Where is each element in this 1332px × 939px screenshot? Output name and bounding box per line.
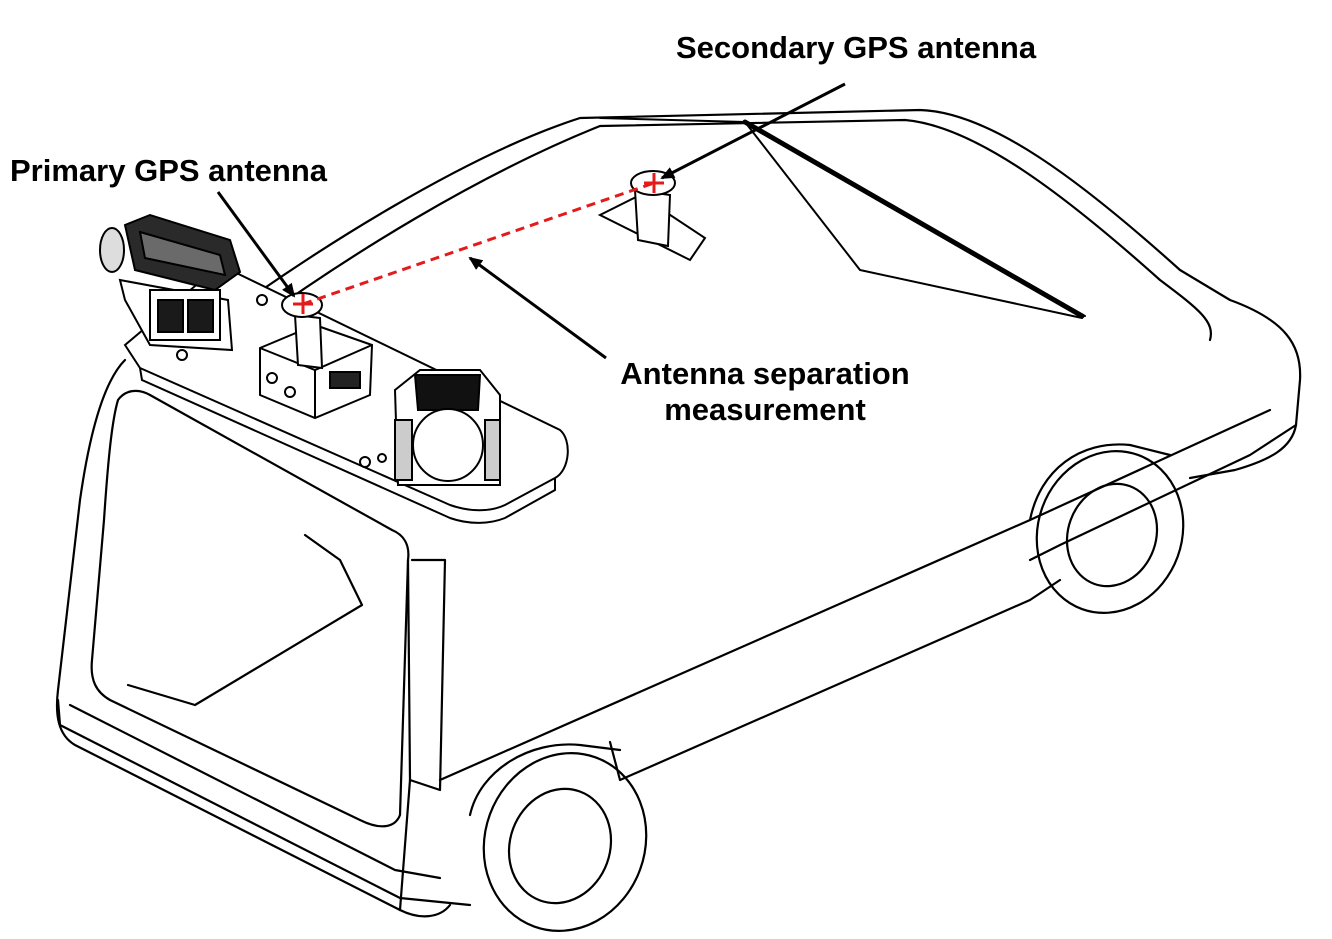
front-wheel (1028, 443, 1185, 614)
primary-label-arrow (216, 191, 296, 298)
separation-label: Antenna separation measurement (612, 356, 918, 427)
van-rear-inner-fold (126, 533, 364, 707)
receiver-box (259, 323, 374, 420)
primary-antenna-mast (281, 292, 324, 370)
van-rear-outline (55, 358, 452, 918)
van-rear-window (90, 389, 410, 828)
secondary-antenna-cross (644, 173, 664, 193)
primary-gps-label: Primary GPS antenna (10, 153, 328, 188)
van-bumper-inner (68, 703, 442, 880)
van-right-side (1028, 423, 1298, 562)
secondary-label-arrow (660, 82, 846, 180)
roof-crease-2 (744, 121, 1083, 319)
camera-unit (99, 213, 242, 352)
separation-label-arrow (468, 256, 607, 360)
van-body (55, 108, 1302, 932)
platform-bolts (176, 294, 387, 468)
platform-plate-edge (139, 367, 556, 524)
secondary-gps-label: Secondary GPS antenna (676, 30, 1037, 65)
separation-label-line2: measurement (664, 391, 866, 427)
equipment-platform (99, 213, 569, 524)
van-bumper (56, 698, 472, 907)
primary-antenna-cross (293, 294, 313, 314)
separation-line (302, 181, 655, 306)
laser-scanner (393, 369, 501, 486)
van-side-lower (608, 578, 1062, 782)
roof-inner-contour (203, 118, 1212, 362)
secondary-antenna-mount (597, 170, 707, 262)
rear-wheel (468, 743, 648, 932)
separation-label-line1: Antenna separation (620, 356, 910, 391)
roof-crease-bold (742, 119, 1085, 319)
van-body-side-edge (408, 558, 447, 792)
